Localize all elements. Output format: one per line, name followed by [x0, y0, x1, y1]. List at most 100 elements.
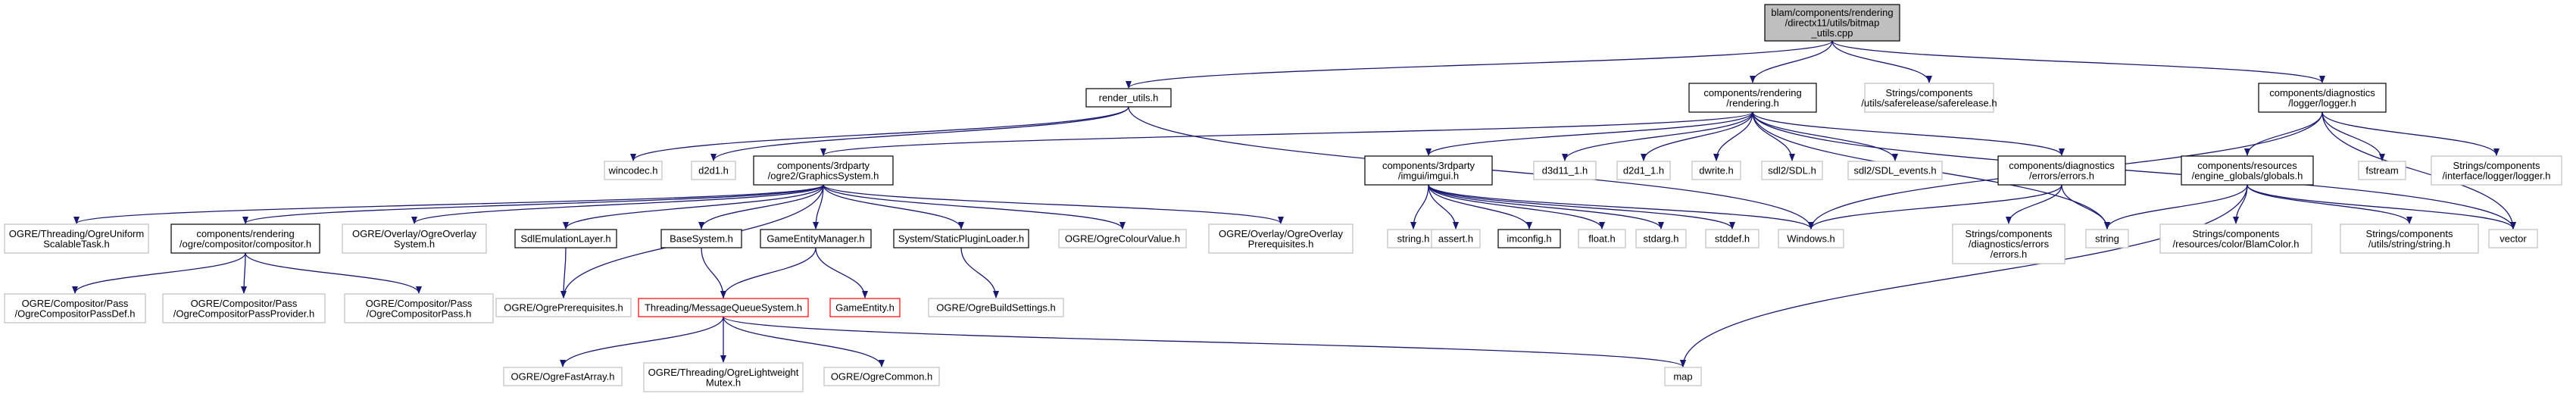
node-box: [4, 293, 146, 323]
node-map: map: [1664, 367, 1702, 386]
node-box: [170, 223, 320, 254]
node-label: OGRE/Compositor/Pass: [366, 298, 473, 309]
node-box: [2488, 229, 2538, 248]
edge-logger-to-vector: [2322, 111, 2516, 230]
edge-rendering-to-imgui: [1425, 111, 1753, 156]
node-label: /logger/logger.h: [2288, 97, 2356, 108]
node-game-entity-manager[interactable]: GameEntityManager.h: [760, 229, 872, 248]
node-label: /errors/errors.h: [2029, 170, 2094, 181]
node-box: [1387, 229, 1440, 248]
node-d2d1: d2d1.h: [691, 161, 736, 180]
node-label: components/3rdparty: [1382, 160, 1475, 171]
node-label: /resources/color/BlamColor.h: [2173, 238, 2300, 249]
edge-globals-to-string-std: [2104, 184, 2248, 230]
node-graphics-system[interactable]: components/3rdparty/ogre2/GraphicsSystem…: [753, 155, 894, 186]
edge-globals-to-vector: [2247, 184, 2516, 230]
node-stddef: stddef.h: [1705, 229, 1759, 248]
edge-graphics-system-to-overlay-prereq: [823, 184, 1284, 224]
edge-imgui-to-stdarg: [1428, 184, 1664, 230]
node-box: [342, 223, 487, 254]
node-box: [1058, 229, 1187, 248]
node-base-system[interactable]: BaseSystem.h: [660, 229, 742, 248]
node-box: [1847, 161, 1943, 180]
edge-graphics-system-to-static-plugin-loader: [823, 184, 964, 230]
node-imconfig[interactable]: imconfig.h: [1497, 229, 1561, 248]
node-label: OGRE/OgreBuildSettings.h: [936, 302, 1056, 314]
node-sdl-emulation[interactable]: SdlEmulationLayer.h: [514, 229, 617, 248]
node-imgui[interactable]: components/3rdparty/imgui/imgui.h: [1364, 155, 1493, 186]
node-errors[interactable]: components/diagnostics/errors/errors.h: [1997, 155, 2126, 186]
node-label: vector: [2500, 233, 2527, 245]
edge-graphics-system-to-base-system: [698, 184, 824, 230]
node-compositor[interactable]: components/rendering/ogre/compositor/com…: [170, 223, 320, 254]
node-box: [1761, 161, 1823, 180]
node-string-std: string: [2085, 229, 2129, 248]
node-label: blam/components/rendering: [1771, 7, 1893, 18]
node-render-utils[interactable]: render_utils.h: [1085, 88, 1172, 108]
node-box: [1778, 229, 1844, 248]
edge-imgui-to-imconfig: [1428, 184, 1532, 230]
node-label: /rendering.h: [1726, 97, 1778, 108]
node-game-entity: GameEntity.h: [829, 298, 901, 317]
node-windows: Windows.h: [1778, 229, 1844, 248]
node-box: [1864, 83, 1994, 113]
node-pass-def: OGRE/Compositor/Pass/OgreCompositorPassD…: [4, 293, 146, 323]
node-label: components/rendering: [196, 228, 294, 239]
node-label: Strings/components: [2453, 160, 2540, 171]
node-label: stddef.h: [1715, 233, 1750, 245]
node-label: /engine_globals/globals.h: [2192, 170, 2303, 181]
node-box: [2181, 155, 2314, 186]
node-label: OGRE/OgreColourValue.h: [1065, 233, 1180, 245]
node-box: [2340, 223, 2479, 254]
node-label: string.h: [1397, 233, 1430, 245]
edge-rendering-to-graphics-system: [820, 111, 1753, 156]
node-label: components/diagnostics: [2009, 160, 2115, 171]
node-label: OGRE/Threading/OgreLightweight: [648, 367, 799, 378]
node-box: [1497, 229, 1561, 248]
edge-logger-to-fstream: [2322, 111, 2385, 161]
node-stdarg: stdarg.h: [1635, 229, 1687, 248]
node-sdl-h: sdl2/SDL.h: [1761, 161, 1823, 180]
node-fast-array: OGRE/OgreFastArray.h: [503, 367, 623, 386]
node-box: [691, 161, 736, 180]
node-mq-system: Threading/MessageQueueSystem.h: [638, 298, 809, 317]
node-label: assert.h: [1438, 233, 1473, 245]
node-string-h: string.h: [1387, 229, 1440, 248]
edge-imgui-to-float-h: [1428, 184, 1605, 230]
node-label: /ogre/compositor/compositor.h: [180, 238, 311, 249]
node-label: d3d11_1.h: [1542, 165, 1588, 177]
node-label: OGRE/Compositor/Pass: [22, 298, 129, 309]
node-box: [514, 229, 617, 248]
node-utils-string: Strings/components/utils/string/string.h: [2340, 223, 2479, 254]
node-label: OGRE/Compositor/Pass: [191, 298, 298, 309]
node-logger[interactable]: components/diagnostics/logger/logger.h: [2258, 83, 2387, 113]
node-label: imconfig.h: [1507, 233, 1551, 245]
node-box: [162, 293, 326, 323]
node-wincodec: wincodec.h: [604, 161, 663, 180]
edge-logger-to-globals: [2244, 111, 2323, 156]
node-label: ScalableTask.h: [43, 238, 109, 249]
node-errors-str: Strings/components/diagnostics/errors/er…: [1952, 223, 2065, 264]
node-rendering[interactable]: components/rendering/rendering.h: [1688, 83, 1817, 113]
node-label: components/3rdparty: [777, 160, 870, 171]
node-dwrite: dwrite.h: [1691, 161, 1741, 180]
edge-graphics-system-to-sdl-emulation: [563, 184, 824, 230]
node-label: sdl2/SDL.h: [1768, 165, 1816, 177]
node-box: [1688, 83, 1817, 113]
node-label: System.h: [394, 238, 435, 249]
node-static-plugin-loader[interactable]: System/StaticPluginLoader.h: [893, 229, 1029, 248]
node-fstream: fstream: [2358, 161, 2406, 180]
node-box: [2159, 223, 2312, 254]
node-label: GameEntity.h: [835, 302, 895, 314]
node-box: [928, 298, 1064, 317]
node-box: [1705, 229, 1759, 248]
node-label: sdl2/SDL_events.h: [1853, 165, 1936, 177]
edge-imgui-to-string-h: [1410, 184, 1429, 230]
edge-rendering-to-vector: [1752, 111, 2516, 230]
edge-imgui-to-assert-h: [1428, 184, 1459, 230]
node-box: [604, 161, 663, 180]
node-globals[interactable]: components/resources/engine_globals/glob…: [2181, 155, 2314, 186]
node-label: /directx11/utils/bitmap: [1785, 17, 1880, 29]
